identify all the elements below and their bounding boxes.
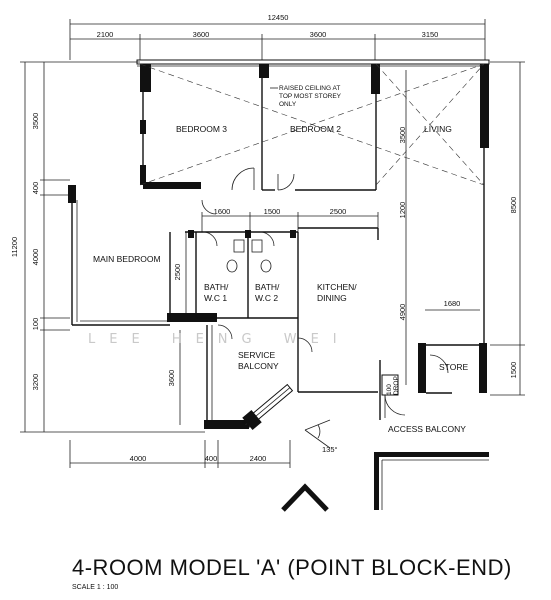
- raised-ceiling-note-3: ONLY: [279, 101, 297, 108]
- raised-ceiling-hatch: [139, 63, 485, 186]
- bottom-400: 400: [205, 454, 218, 463]
- door-swings: [201, 167, 449, 418]
- inner-mid-1600: 1600: [214, 207, 231, 216]
- overall-width-label: 12450: [268, 13, 289, 22]
- room-bedroom-3: BEDROOM 3: [176, 124, 227, 134]
- room-bedroom-2: BEDROOM 2: [290, 124, 341, 134]
- inner-vertical-1200: 1200: [398, 202, 407, 219]
- north-arrow-icon: [281, 483, 329, 512]
- bathroom-fixtures: [226, 239, 272, 273]
- inner-dimensions-left: 2500 3600: [167, 232, 187, 425]
- room-main-bedroom: MAIN BEDROOM: [93, 254, 161, 264]
- store-width-1680: 1680: [444, 299, 461, 308]
- room-kitchen-line1: KITCHEN/: [317, 282, 357, 292]
- inner-left-3600: 3600: [167, 370, 176, 387]
- room-bath-1-line1: BATH/: [204, 282, 229, 292]
- room-bath-2-line2: W.C 2: [255, 293, 278, 303]
- walls: [68, 59, 490, 510]
- bottom-2400: 2400: [250, 454, 267, 463]
- drawing-scale: SCALE 1 : 100: [72, 584, 118, 591]
- left-segment-1: 3500: [31, 113, 40, 130]
- top-segment-2: 3600: [193, 30, 210, 39]
- inner-left-2500: 2500: [173, 264, 182, 281]
- room-service-line2: BALCONY: [238, 361, 279, 371]
- overall-height-label: 11200: [10, 237, 19, 257]
- inner-vertical-4900: 4900: [398, 304, 407, 321]
- room-service-line1: SERVICE: [238, 350, 275, 360]
- raised-ceiling-note-1: RAISED CEILING AT: [279, 85, 340, 92]
- refuse-note-2: DROP: [393, 376, 400, 395]
- left-segment-5: 3200: [31, 374, 40, 391]
- bottom-dimensions: 4000 400 2400: [69, 440, 291, 468]
- room-access-balcony: ACCESS BALCONY: [388, 424, 466, 434]
- top-segment-3: 3600: [310, 30, 327, 39]
- drawing-title: 4-ROOM MODEL 'A' (POINT BLOCK-END): [72, 555, 512, 580]
- room-bath-2-line1: BATH/: [255, 282, 280, 292]
- left-dimension-chain: 11200 3500 400 4000 100 3200: [10, 61, 205, 433]
- angle-label: 135°: [322, 445, 338, 454]
- right-dimensions: 8500 1500 1680: [425, 61, 525, 396]
- raised-ceiling-note-2: TOP MOST STOREY: [279, 93, 342, 100]
- room-living: LIVING: [424, 124, 452, 134]
- room-labels: BEDROOM 3 BEDROOM 2 LIVING MAIN BEDROOM …: [93, 124, 468, 434]
- left-segment-4: 100: [31, 318, 40, 331]
- bottom-4000: 4000: [130, 454, 147, 463]
- inner-mid-2500: 2500: [330, 207, 347, 216]
- angle-mark: 135°: [304, 419, 338, 454]
- room-store: STORE: [439, 362, 468, 372]
- left-segment-2: 400: [31, 182, 40, 195]
- inner-vertical-3500: 3500: [398, 127, 407, 144]
- top-segment-1: 2100: [97, 30, 114, 39]
- top-dimension-chain: 12450 2100 3600 3600 3150: [69, 13, 486, 60]
- inner-mid-1500: 1500: [264, 207, 281, 216]
- right-lower-1500: 1500: [509, 362, 518, 379]
- top-segment-4: 3150: [422, 30, 439, 39]
- inner-dimensions-vertical: 3500 1200 4900: [398, 70, 407, 385]
- room-kitchen-line2: DINING: [317, 293, 347, 303]
- room-bath-1-line2: W.C 1: [204, 293, 227, 303]
- notes: RAISED CEILING AT TOP MOST STOREY ONLY 1…: [270, 85, 400, 395]
- refuse-note-1: 100: [386, 384, 393, 395]
- left-segment-3: 4000: [31, 249, 40, 266]
- watermark: LEE HENG WEI: [88, 332, 351, 347]
- right-overall-8500: 8500: [509, 197, 518, 214]
